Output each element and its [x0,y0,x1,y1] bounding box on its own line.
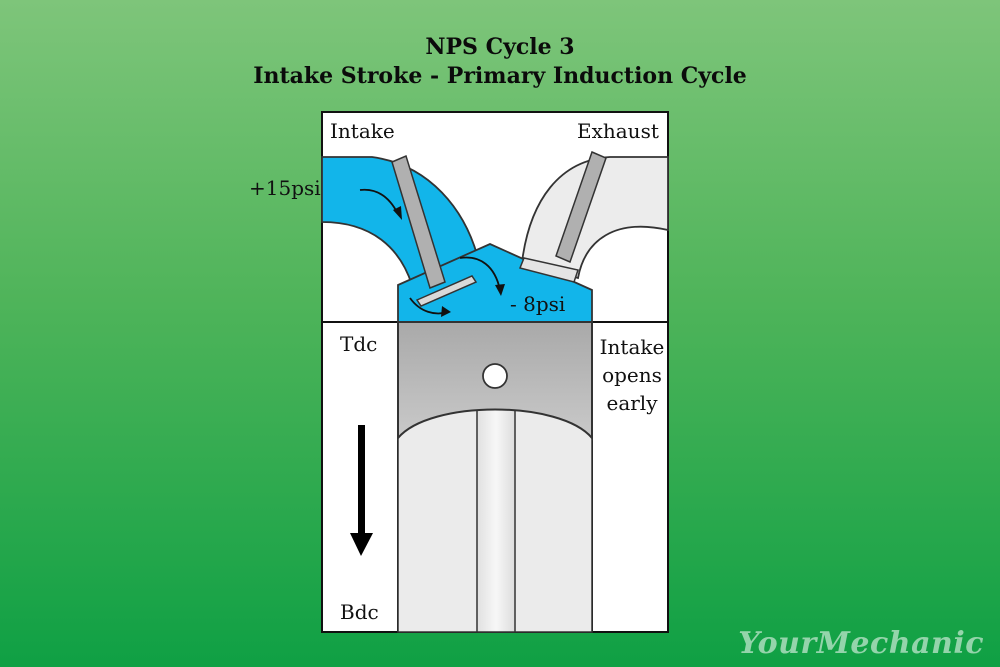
intake-opens-early-note: Intake opens early [596,333,668,417]
intake-valve-stem [391,154,446,290]
note-line: Intake [599,335,665,359]
wrist-pin [482,363,508,389]
bdc-label: Bdc [340,600,379,624]
intake-label: Intake [330,119,395,143]
diagram-subtitle: Intake Stroke - Primary Induction Cycle [253,63,747,89]
exhaust-valve-head [518,257,579,283]
exhaust-label: Exhaust [577,119,659,143]
down-arrow-shaft [358,425,365,535]
note-line: opens [602,363,662,387]
diagram-title: NPS Cycle 3 [425,34,575,60]
brand-watermark: YourMechanic [738,626,984,661]
tdc-label: Tdc [340,332,378,356]
intake-valve-head [415,275,478,307]
connecting-rod [476,399,516,633]
intake-pressure-label: +15psi [249,176,321,200]
flow-arrow [459,256,501,291]
note-line: early [606,391,658,415]
exhaust-valve-stem [555,150,607,264]
down-arrow-head [350,533,373,556]
chamber-pressure-label: - 8psi [510,292,566,316]
